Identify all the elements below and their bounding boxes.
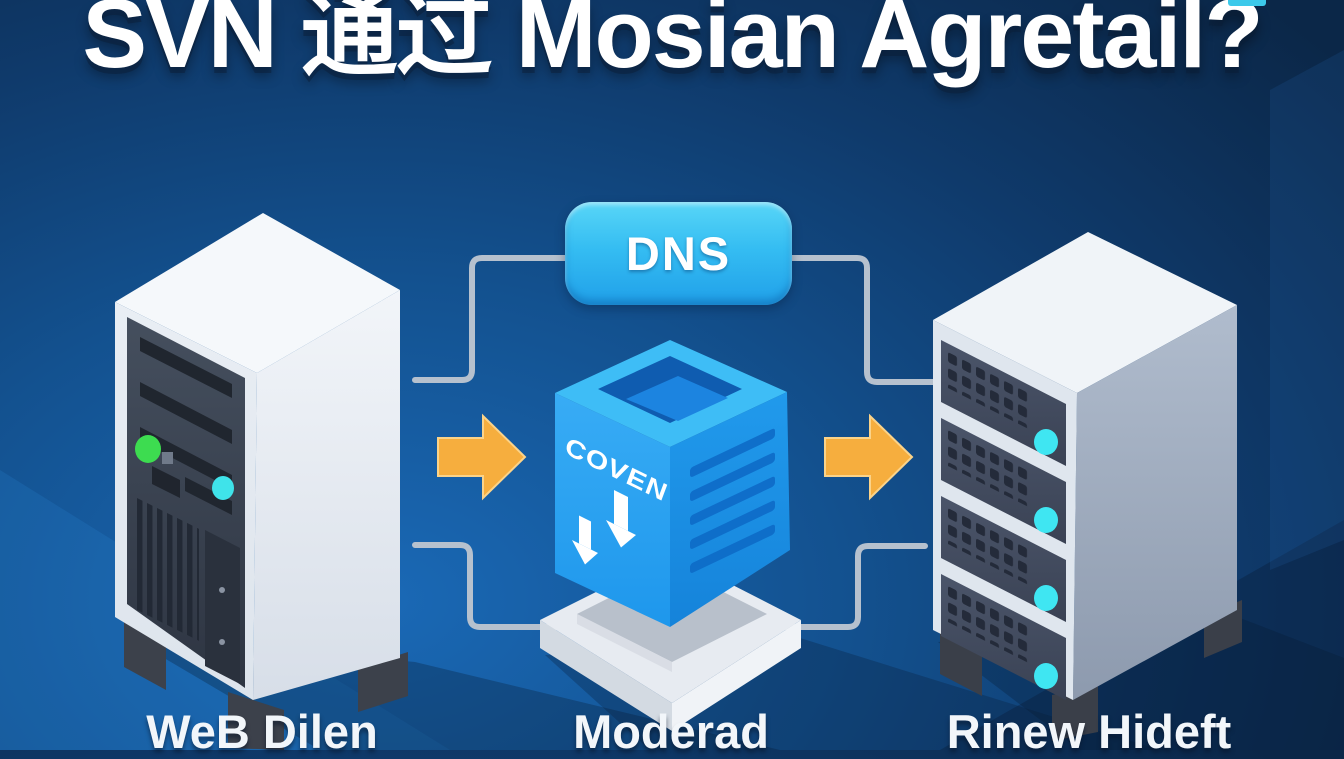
connector-left-bottom: [412, 542, 603, 630]
package-cube-illustration: [555, 340, 790, 627]
server-unit: [941, 418, 1066, 544]
connector-right-bottom: [747, 543, 928, 630]
platform-side-left: [540, 620, 672, 731]
server-unit: [941, 340, 1066, 466]
tower-vent-slats: [137, 498, 199, 641]
tower-drive-bay: [205, 530, 240, 684]
rack-top-face: [933, 232, 1237, 393]
platform-recess-highlight: [577, 614, 672, 672]
power-led-green: [135, 435, 161, 463]
corner-decoration: [1228, 0, 1266, 6]
connector-right-top: [779, 255, 938, 385]
tower-top-face: [115, 213, 400, 373]
server-units: [941, 340, 1066, 700]
arrow-right-icon: [824, 413, 914, 501]
flow-arrows: [437, 413, 914, 501]
tower-drive-slots: [140, 337, 232, 515]
dns-badge: DNS: [565, 202, 792, 305]
node-label-middle: Moderad: [573, 705, 769, 758]
node-label-server: Rinew Hideft: [946, 705, 1232, 758]
cube-stripes: [690, 428, 775, 573]
arrow-right-icon: [437, 413, 527, 501]
download-arrow-icon: [572, 515, 598, 565]
pc-tower-illustration: [115, 213, 408, 750]
cube-left-face: [555, 393, 670, 627]
download-arrow-icon: [606, 489, 636, 548]
connector-left-top: [412, 255, 568, 383]
server-unit: [941, 496, 1066, 622]
panel-button: [162, 452, 173, 464]
page-title: SVN 通过 Mosian Agretail?: [82, 0, 1263, 88]
server-rack-illustration: [933, 232, 1242, 741]
server-unit: [941, 574, 1066, 700]
connector-lines: [412, 255, 938, 630]
dns-badge-label: DNS: [625, 227, 732, 280]
panel-port: [152, 466, 180, 498]
status-led-cyan: [212, 476, 234, 500]
cube-hole-inner: [626, 376, 728, 421]
rack-right-face: [1073, 305, 1237, 700]
node-label-web-client: WeB Dilen: [146, 705, 378, 758]
platform-side-right: [672, 620, 801, 731]
tower-right-face: [253, 290, 400, 700]
